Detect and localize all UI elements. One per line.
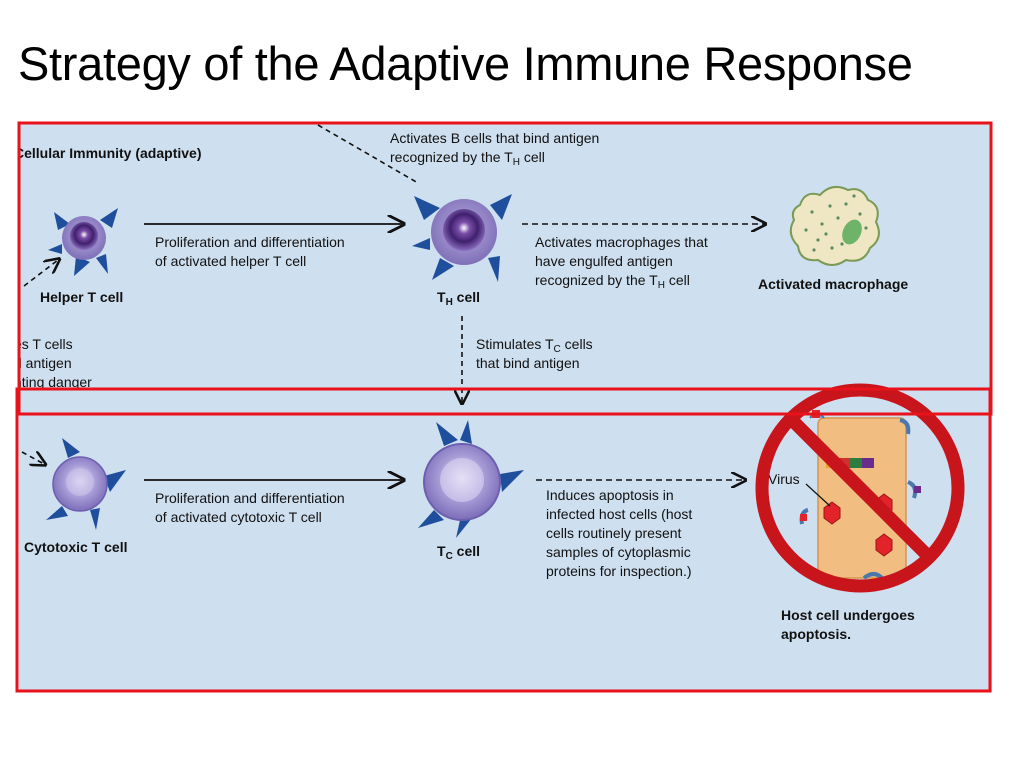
slide-title: Strategy of the Adaptive Immune Response <box>18 37 913 90</box>
virus-label: Virus <box>768 471 800 487</box>
th-cell <box>412 194 512 282</box>
partial-left-line2: d antigen <box>14 355 72 371</box>
b-cell-note-line2: recognized by the TH cell <box>390 149 545 168</box>
partial-left-line1: es T cells <box>14 336 73 352</box>
stimulates-label-line1: Stimulates TC cells <box>476 336 593 355</box>
macrophage-note-line2: have engulfed antigen <box>535 253 673 269</box>
activated-macrophage <box>789 185 880 266</box>
infected-host-cell <box>799 410 921 586</box>
tc-cell-label: TC cell <box>437 543 480 562</box>
highlight-box-th-pathway <box>17 121 993 416</box>
cytotoxic-arrow-label-line2: of activated cytotoxic T cell <box>155 509 322 525</box>
host-cell-label-line1: Host cell undergoes <box>781 607 915 623</box>
helper-t-cell-label: Helper T cell <box>40 289 123 305</box>
macrophage-note-line3: recognized by the TH cell <box>535 272 690 291</box>
apoptosis-note-line3: cells routinely present <box>546 525 682 541</box>
helper-arrow-label-line2: of activated helper T cell <box>155 253 306 269</box>
highlight-box-tc-pathway <box>15 387 992 693</box>
helper-arrow-label-line1: Proliferation and differentiation <box>155 234 345 250</box>
host-cell-label-line2: apoptosis. <box>781 626 851 642</box>
apoptosis-note-line2: infected host cells (host <box>546 506 692 522</box>
dashed-arrow-to-cytotoxic <box>21 452 44 464</box>
th-cell-label: TH cell <box>437 289 480 308</box>
dashed-connector-top <box>317 124 419 184</box>
virus-pointer <box>805 483 831 507</box>
partial-left-line3: nting danger <box>14 374 92 390</box>
b-cell-note-line1: Activates B cells that bind antigen <box>390 130 599 146</box>
activated-macrophage-label: Activated macrophage <box>758 276 908 292</box>
cytotoxic-t-cell <box>46 438 126 530</box>
dashed-arrow-to-helper <box>23 260 58 287</box>
apoptosis-note-line4: samples of cytoplasmic <box>546 544 691 560</box>
tc-cell <box>418 420 524 538</box>
stimulates-label-line2: that bind antigen <box>476 355 580 371</box>
helper-t-cell <box>48 208 118 276</box>
cytotoxic-t-cell-label: Cytotoxic T cell <box>24 539 127 555</box>
macrophage-note-line1: Activates macrophages that <box>535 234 708 250</box>
apoptosis-note-line5: proteins for inspection.) <box>546 563 692 579</box>
section-title: Cellular Immunity (adaptive) <box>14 145 201 161</box>
apoptosis-note-line1: Induces apoptosis in <box>546 487 674 503</box>
cytotoxic-arrow-label-line1: Proliferation and differentiation <box>155 490 345 506</box>
